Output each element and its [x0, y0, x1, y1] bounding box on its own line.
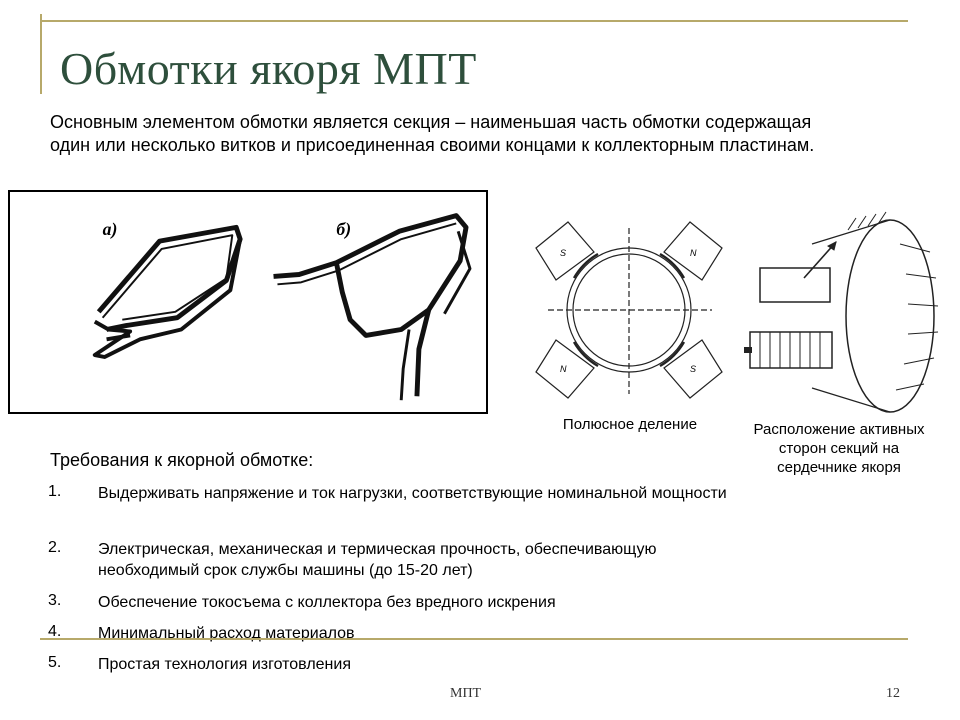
armature-caption-line-1: Расположение активных	[753, 421, 925, 438]
decor-top-line	[40, 20, 908, 22]
pole-division-caption: Полюсное деление	[562, 416, 698, 433]
footer-title: МПТ	[450, 686, 482, 701]
commutator-bars	[759, 332, 821, 368]
active-side-bundle	[759, 267, 831, 303]
section-b-coil	[273, 213, 472, 401]
list-item-text: Обеспечение токосъема с коллектора без в…	[98, 594, 556, 611]
figure-a-label: а)	[103, 219, 118, 239]
pole-top-right	[663, 221, 723, 281]
core-end-face	[845, 219, 935, 413]
slide-title: Обмотки якоря МПТ	[60, 43, 477, 94]
intro-paragraph: Основным элементом обмотки является секц…	[50, 112, 815, 155]
decor-bottom-line	[40, 638, 908, 640]
figure-b-label: б)	[336, 219, 351, 239]
pole-bottom-left	[535, 339, 595, 399]
pole-label-2: N	[690, 248, 697, 258]
list-item-text: Минимальный расход материалов	[98, 625, 355, 642]
page-number: 12	[886, 686, 900, 701]
list-item-text: Выдерживать напряжение и ток нагрузки, с…	[98, 485, 727, 502]
armature-caption-line-3: сердечнике якоря	[777, 459, 901, 476]
pole-label-4: S	[690, 364, 696, 374]
section-a-coil	[92, 224, 243, 359]
pole-division-diagram: S N N S	[535, 221, 723, 399]
armature-caption-line-2: сторон секций на	[778, 440, 900, 457]
core-slots	[847, 211, 939, 391]
requirements-title: Требования к якорной обмотке:	[50, 450, 314, 470]
list-item-number: 4.	[48, 623, 62, 640]
armature-core-drawing	[744, 211, 939, 413]
armature-caption: Расположение активных сторон секций на с…	[728, 420, 950, 477]
list-item-number: 1.	[48, 483, 62, 500]
winding-sections-drawing: а) б)	[92, 213, 472, 401]
pole-bottom-right	[663, 339, 723, 399]
pole-label-3: N	[560, 364, 567, 374]
list-item-text: Простая технология изготовления	[98, 656, 351, 673]
list-item-number: 5.	[48, 654, 62, 671]
pole-label-1: S	[560, 248, 566, 258]
list-item-text: Электрическая, механическая и термическа…	[98, 541, 657, 579]
decor-vertical-line	[40, 14, 42, 94]
list-item-number: 2.	[48, 539, 62, 556]
list-item-number: 3.	[48, 592, 62, 609]
pole-top-left	[535, 221, 595, 281]
winding-sections-figure: а) б)	[8, 190, 488, 414]
